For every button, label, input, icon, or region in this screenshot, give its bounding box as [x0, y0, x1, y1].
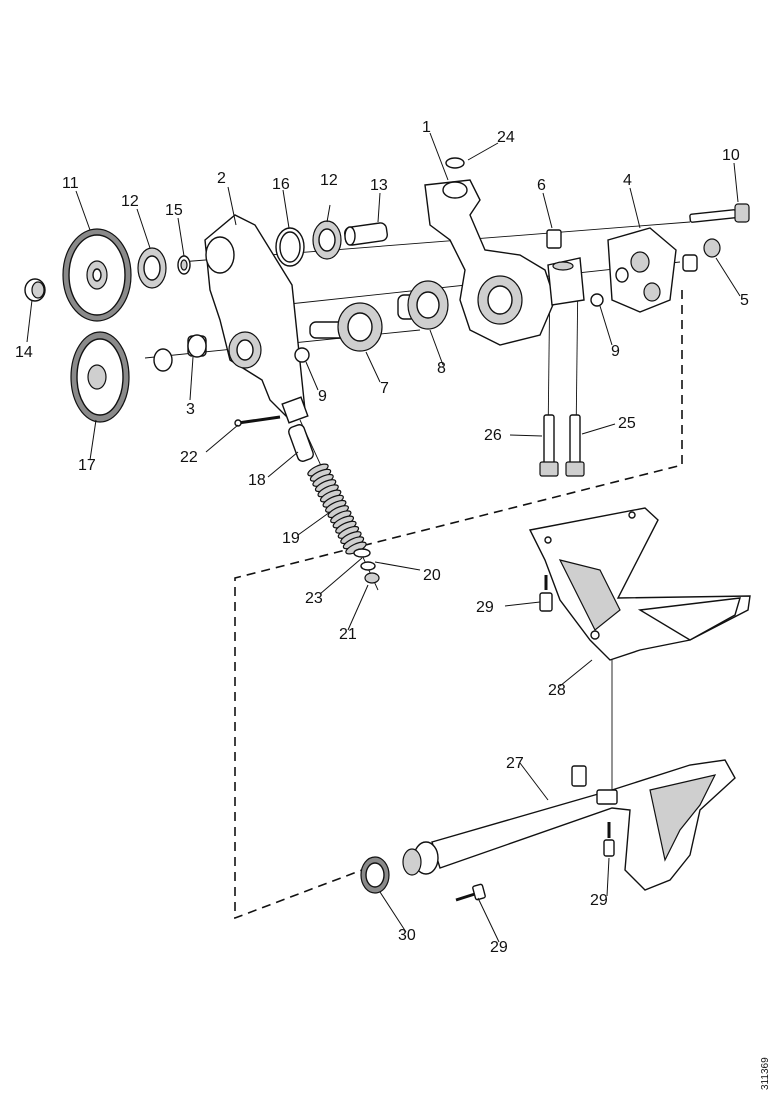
relief-valve-spring	[307, 463, 367, 555]
callout-4: 4	[623, 172, 632, 189]
pipe-bolt	[603, 822, 615, 857]
callout-19: 19	[282, 530, 300, 547]
callout-28: 28	[548, 682, 566, 699]
pump-body	[424, 179, 556, 346]
dowel	[546, 229, 562, 249]
callout-20: 20	[423, 567, 441, 584]
bearing-left	[137, 247, 167, 289]
callout-23: 23	[305, 590, 323, 607]
callout-11: 11	[62, 175, 79, 192]
callout-24: 24	[497, 129, 515, 146]
callout-12-left: 12	[121, 193, 139, 210]
callout-30: 30	[398, 927, 416, 944]
bolt-pair	[539, 414, 585, 477]
suction-pipe	[402, 759, 736, 891]
callout-5: 5	[740, 292, 749, 309]
callout-15: 15	[165, 202, 183, 219]
valve-block	[547, 257, 585, 306]
dashed-connection-lines	[234, 290, 683, 920]
pump-cover	[204, 214, 309, 424]
callout-12-right: 12	[320, 172, 338, 189]
pin-right	[590, 293, 604, 307]
callout-18: 18	[248, 472, 266, 489]
callout-14: 14	[15, 344, 33, 361]
ring-left	[177, 255, 191, 275]
callout-9-right: 9	[611, 343, 620, 360]
drive-gear-large	[62, 228, 132, 322]
callout-29-bracket: 29	[476, 599, 494, 616]
callout-21: 21	[339, 626, 357, 643]
spring-retainer	[353, 548, 380, 584]
callout-3: 3	[186, 401, 195, 418]
bearing-right	[312, 220, 342, 260]
bracket-bolt-upper	[539, 575, 553, 612]
reference-number: 311369	[760, 1057, 771, 1090]
callout-6: 6	[537, 177, 546, 194]
pump-gear-shaft	[309, 302, 383, 352]
end-cover	[607, 227, 677, 313]
callout-16: 16	[272, 176, 290, 193]
callout-9-left: 9	[318, 388, 327, 405]
callout-7: 7	[380, 380, 389, 397]
callout-2: 2	[217, 170, 226, 187]
callout-29-lower: 29	[490, 939, 508, 956]
relief-valve-piston	[288, 424, 314, 462]
pipe-seal-ring	[360, 856, 390, 894]
mounting-bracket	[528, 507, 751, 661]
pin-left	[294, 347, 310, 363]
callout-29-pipe: 29	[590, 892, 608, 909]
sleeve	[344, 222, 388, 246]
callout-27: 27	[506, 755, 524, 772]
pump-gear	[397, 280, 449, 330]
end-cap	[24, 278, 46, 302]
drive-gear-small	[70, 331, 130, 423]
plug	[682, 238, 721, 272]
callout-13: 13	[370, 177, 388, 194]
leader-lines	[26, 132, 741, 943]
bushing-set	[153, 334, 207, 372]
callout-10: 10	[722, 147, 740, 164]
callout-8: 8	[437, 360, 446, 377]
bolt-long	[689, 203, 750, 223]
washer-top	[445, 157, 465, 169]
callout-25: 25	[618, 415, 636, 432]
callout-22: 22	[180, 449, 198, 466]
pipe-bolt-lower	[455, 883, 486, 902]
seal-ring	[275, 227, 305, 267]
screw-small	[234, 415, 281, 427]
callout-1: 1	[422, 119, 431, 136]
callout-17: 17	[78, 457, 96, 474]
callout-labels: 1 24 10 2 16 12 13 6 4 11 12 15 5 14 9 3…	[15, 119, 749, 956]
callout-26: 26	[484, 427, 502, 444]
